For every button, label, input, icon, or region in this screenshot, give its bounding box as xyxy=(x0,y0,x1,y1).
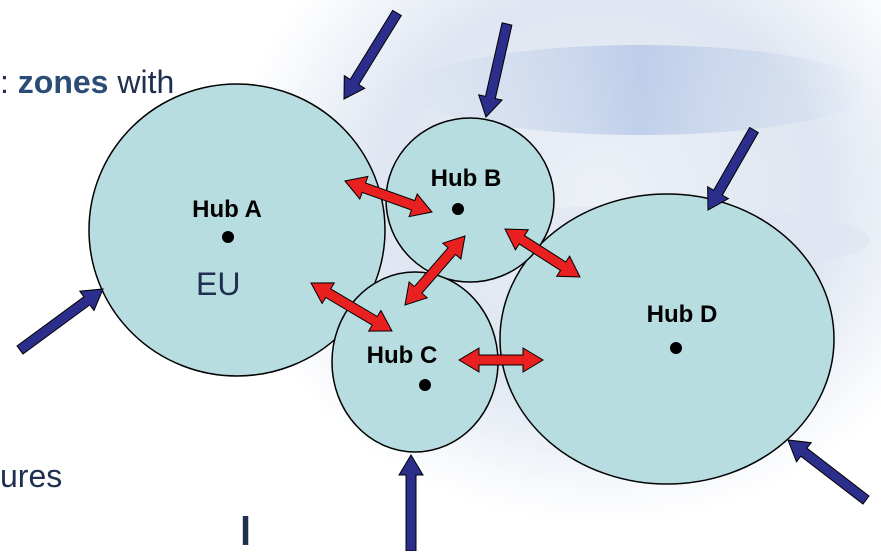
hub-a-dot xyxy=(222,231,234,243)
hub-b-label: Hub B xyxy=(431,165,502,192)
hub-c-dot xyxy=(419,379,431,391)
supply-arrow-hub-d-bottom xyxy=(787,439,870,505)
slide-text-line2: EU xyxy=(196,266,241,302)
hub-c-label: Hub C xyxy=(367,342,438,369)
arrow-hub-a-hub-c xyxy=(310,282,393,332)
slide-text-line1-prefix: : xyxy=(0,64,9,100)
hub-d-label: Hub D xyxy=(647,301,718,328)
slide-text-line4: l xyxy=(240,510,252,554)
supply-arrow-hub-a-top xyxy=(343,9,402,100)
supply-arrows xyxy=(16,9,870,551)
slide-text-line1: : zones with xyxy=(0,64,174,101)
hub-a: Hub A xyxy=(88,83,386,377)
hub-d-dot xyxy=(670,342,682,354)
slide-text-zones: zones xyxy=(17,64,109,100)
hub-b-dot xyxy=(452,203,464,215)
supply-arrow-hub-c-bottom xyxy=(398,454,424,551)
arrow-hub-a-hub-b xyxy=(344,175,433,218)
arrow-hub-c-hub-d xyxy=(458,347,544,373)
supply-arrow-hub-b-top xyxy=(477,22,513,118)
supply-arrow-hub-d-top xyxy=(707,126,759,211)
supply-arrow-hub-a-left xyxy=(16,288,104,355)
slide-text-with: with xyxy=(117,64,175,100)
arrow-hub-b-hub-c xyxy=(404,235,466,306)
hub-a-label: Hub A xyxy=(192,196,262,223)
inter-hub-arrows xyxy=(310,175,581,373)
hub-d: Hub D xyxy=(499,193,835,485)
arrow-hub-b-hub-d xyxy=(504,228,581,278)
slide-text-line3: ures xyxy=(0,458,63,494)
